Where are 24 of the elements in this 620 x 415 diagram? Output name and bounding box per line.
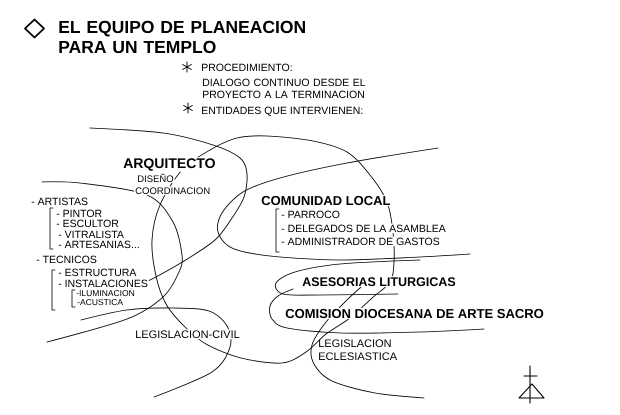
list-item: - PINTOR [55, 208, 104, 218]
list-item: -ACUSTICA [76, 298, 124, 306]
title: EL EQUIPO DE PLANEACION PARA UN TEMPLO [59, 20, 305, 54]
sub-text: DISEÑO [136, 172, 175, 184]
group-heading: COMISION DIOCESANA DE ARTE SACRO [284, 308, 545, 320]
list-item: - ARTESANIAS... [57, 240, 141, 250]
list-item: - ESCULTOR [55, 218, 120, 228]
list-item: - ARTISTAS [30, 196, 89, 206]
area-label: LEGISLACION ECLESIASTICA [319, 339, 398, 360]
note-text: DIALOGO CONTINUO DESDE EL PROYECTO A LA TERMINACION [203, 78, 366, 98]
list-item: - TECNICOS [35, 254, 98, 264]
group-heading: ASESORIAS LITURGICAS [301, 276, 457, 288]
list-item: - DELEGADOS DE LA ASAMBLEA [280, 224, 447, 234]
area-label: LEGISLACION-CIVIL [134, 329, 241, 340]
group-heading: COMUNIDAD LOCAL [260, 194, 392, 206]
list-item: - ADMINISTRADOR DE GASTOS [280, 236, 441, 246]
list-item: -ILUMINACION [75, 289, 136, 298]
note-text: PROCEDIMIENTO: [200, 62, 294, 72]
note-text: ENTIDADES QUE INTERVIENEN: [200, 106, 364, 117]
list-item: - PARROCO [280, 210, 341, 220]
list-item: - VITRALISTA [57, 230, 125, 240]
sub-text: COORDINACION [134, 186, 212, 196]
list-item: - ESTRUCTURA [57, 268, 138, 278]
list-item: - INSTALACIONES [57, 278, 149, 288]
